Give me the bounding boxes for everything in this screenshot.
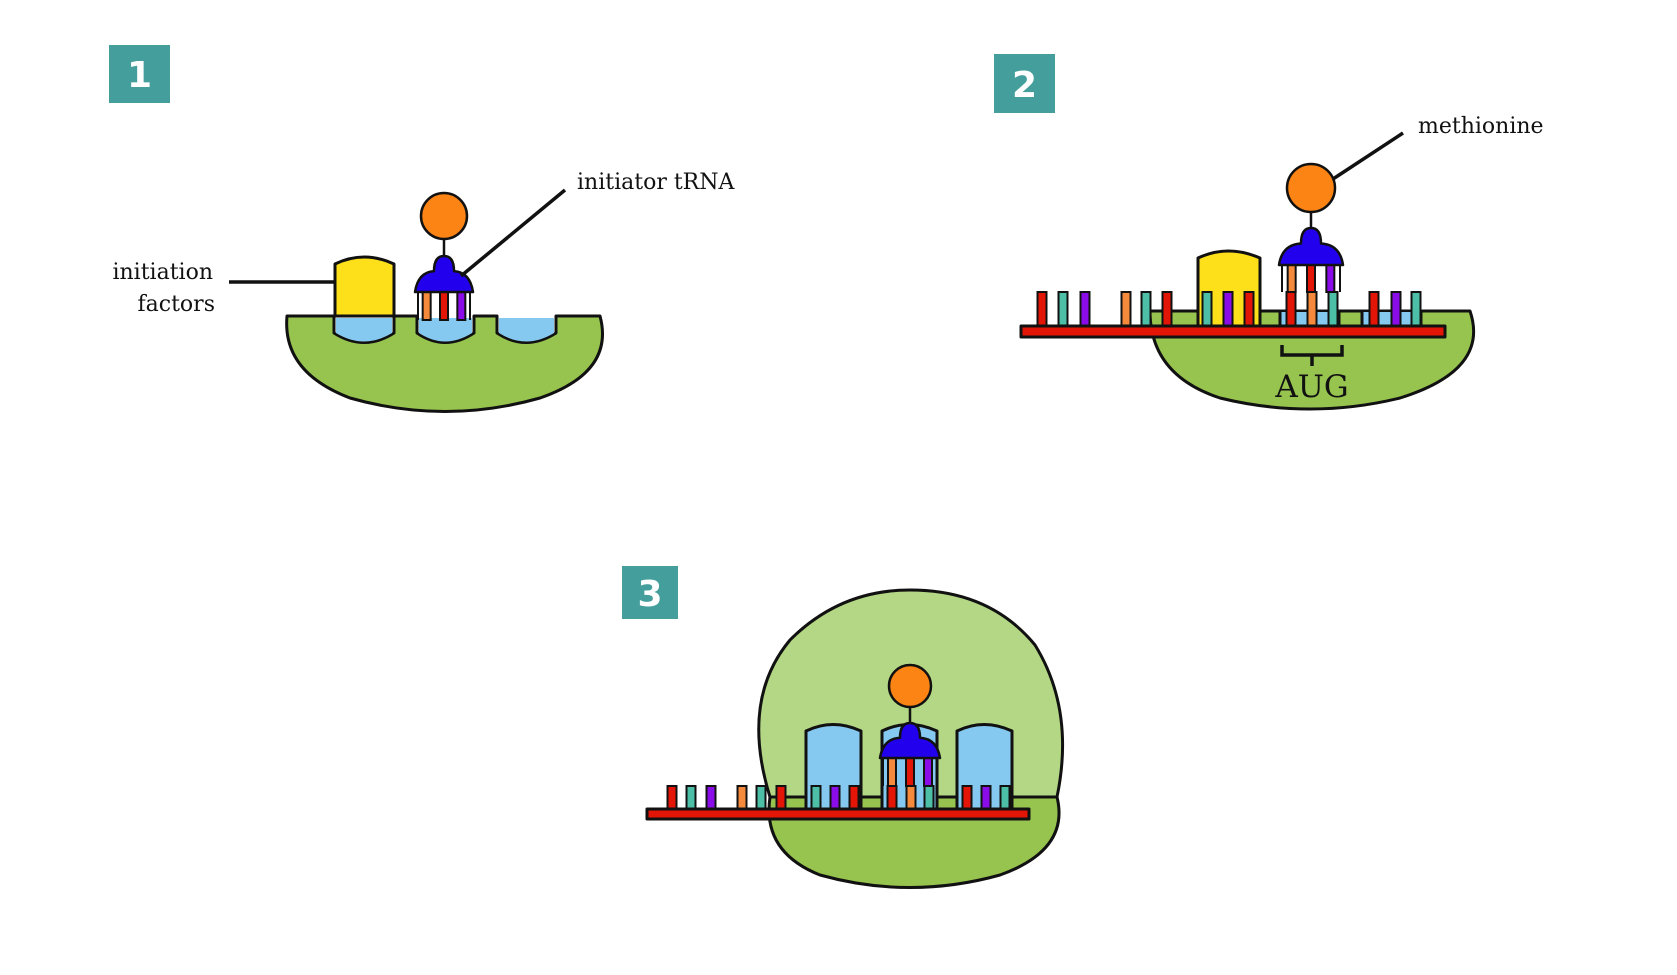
mrna-base-orange	[905, 785, 917, 811]
methionine-leader	[1332, 131, 1404, 181]
trna-body	[1277, 226, 1345, 267]
mrna-base-red	[1285, 291, 1297, 328]
mrna-base-purple	[980, 785, 992, 811]
mrna-base-purple	[829, 785, 841, 811]
mrna-base-teal	[1140, 291, 1152, 328]
mrna-base-purple	[1222, 291, 1234, 328]
panel-3: 3	[622, 566, 1065, 889]
initiation-factors-label: initiation	[112, 260, 213, 285]
mrna-base-red	[886, 785, 898, 811]
mrna-base-teal	[755, 785, 767, 811]
anticodon-base-red	[905, 757, 915, 787]
step-number: 1	[127, 55, 152, 96]
step-number: 2	[1012, 65, 1037, 106]
mrna-base-red	[666, 785, 678, 811]
mrna-base-red	[961, 785, 973, 811]
methionine-amino-acid	[1285, 162, 1337, 214]
initiation-factors-label-line2: factors	[138, 292, 215, 317]
panel-2: 2 AUG methionine	[994, 54, 1544, 411]
mrna-base-red	[848, 785, 860, 811]
mrna-base-teal	[685, 785, 697, 811]
anticodon-base-orange	[1286, 264, 1297, 293]
mrna-bases	[1036, 291, 1422, 328]
initiator-trna-label: initiator tRNA	[577, 170, 735, 195]
mrna-base-teal	[1057, 291, 1069, 328]
panel-1: 1 initiation factors initiator tRNA	[109, 45, 735, 413]
mrna-base-teal	[810, 785, 822, 811]
initiator-trna	[1277, 162, 1345, 293]
methionine-amino-acid	[419, 191, 469, 241]
mrna-base-teal	[1410, 291, 1422, 328]
start-codon-label: AUG	[1274, 369, 1348, 405]
anticodon-base-orange	[421, 291, 432, 321]
mrna-base-purple	[705, 785, 717, 811]
step-badge-3: 3	[622, 566, 678, 619]
mrna-base-orange	[1120, 291, 1132, 328]
mrna-base-red	[1161, 291, 1173, 328]
mrna-base-orange	[736, 785, 748, 811]
initiation-factor	[333, 255, 396, 318]
methionine-label: methionine	[1418, 114, 1544, 139]
binding-site-a	[499, 318, 554, 342]
methionine-amino-acid	[887, 663, 933, 709]
mrna-strand	[1019, 324, 1447, 339]
mrna-base-red	[1368, 291, 1380, 328]
small-ribosomal-subunit	[285, 314, 604, 413]
step-badge-2: 2	[994, 54, 1055, 113]
initiator-trna	[413, 191, 475, 321]
mrna-base-purple	[1079, 291, 1091, 328]
anticodon-base-purple	[923, 757, 933, 787]
anticodon-base-purple	[1325, 264, 1336, 293]
anticodon-base-red	[439, 291, 449, 321]
step-number: 3	[637, 574, 662, 615]
step-badge-1: 1	[109, 45, 170, 103]
mrna-base-red	[1243, 291, 1255, 328]
mrna-base-orange	[1306, 291, 1318, 328]
anticodon-base-purple	[456, 291, 467, 321]
initiator-trna	[878, 663, 942, 787]
mrna-base-teal	[999, 785, 1011, 811]
mrna-base-red	[775, 785, 787, 811]
start-codon-brace	[1280, 345, 1344, 366]
binding-site-p	[419, 318, 472, 342]
binding-site-e	[336, 318, 392, 342]
mrna-base-red	[1036, 291, 1048, 328]
anticodon-base-orange	[887, 757, 897, 787]
mrna-base-teal	[1201, 291, 1213, 328]
anticodon-base-red	[1306, 264, 1316, 293]
trna-body	[878, 721, 942, 760]
mrna-strand	[645, 807, 1031, 821]
initiator-trna-leader	[459, 188, 567, 278]
mrna-base-teal	[1327, 291, 1339, 328]
mrna-base-purple	[1390, 291, 1402, 328]
mrna-base-teal	[923, 785, 935, 811]
